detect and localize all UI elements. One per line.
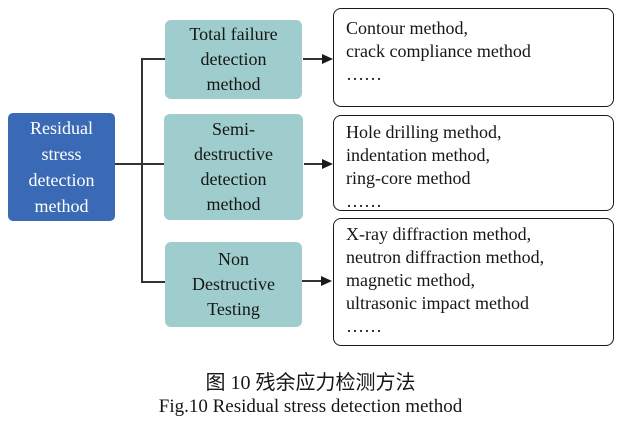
arrow-line-bottom — [302, 280, 324, 282]
connector-branch-top-line — [141, 58, 165, 60]
arrow-right-icon — [322, 54, 333, 64]
arrow-line-middle — [304, 163, 325, 165]
connector-branch-middle-line — [115, 163, 164, 165]
connector-trunk-line — [141, 58, 143, 283]
arrow-right-icon — [321, 276, 332, 286]
branch-node-non-destructive: Non Destructive Testing — [165, 242, 302, 327]
detail-box-total-failure-methods: Contour method, crack compliance method … — [333, 8, 614, 107]
detail-box-non-destructive-methods: X-ray diffraction method, neutron diffra… — [333, 218, 614, 346]
arrow-right-icon — [322, 159, 333, 169]
branch-node-semi-destructive: Semi- destructive detection method — [164, 114, 303, 220]
detail-box-semi-destructive-methods: Hole drilling method, indentation method… — [333, 115, 614, 211]
root-node-residual-stress: Residual stress detection method — [8, 113, 115, 221]
arrow-line-top — [303, 58, 325, 60]
branch-node-total-failure: Total failure detection method — [165, 20, 302, 99]
figure-caption-chinese: 图 10 残余应力检测方法 — [205, 372, 416, 394]
connector-branch-bottom-line — [141, 281, 165, 283]
figure-caption-english: Fig.10 Residual stress detection method — [158, 396, 463, 417]
